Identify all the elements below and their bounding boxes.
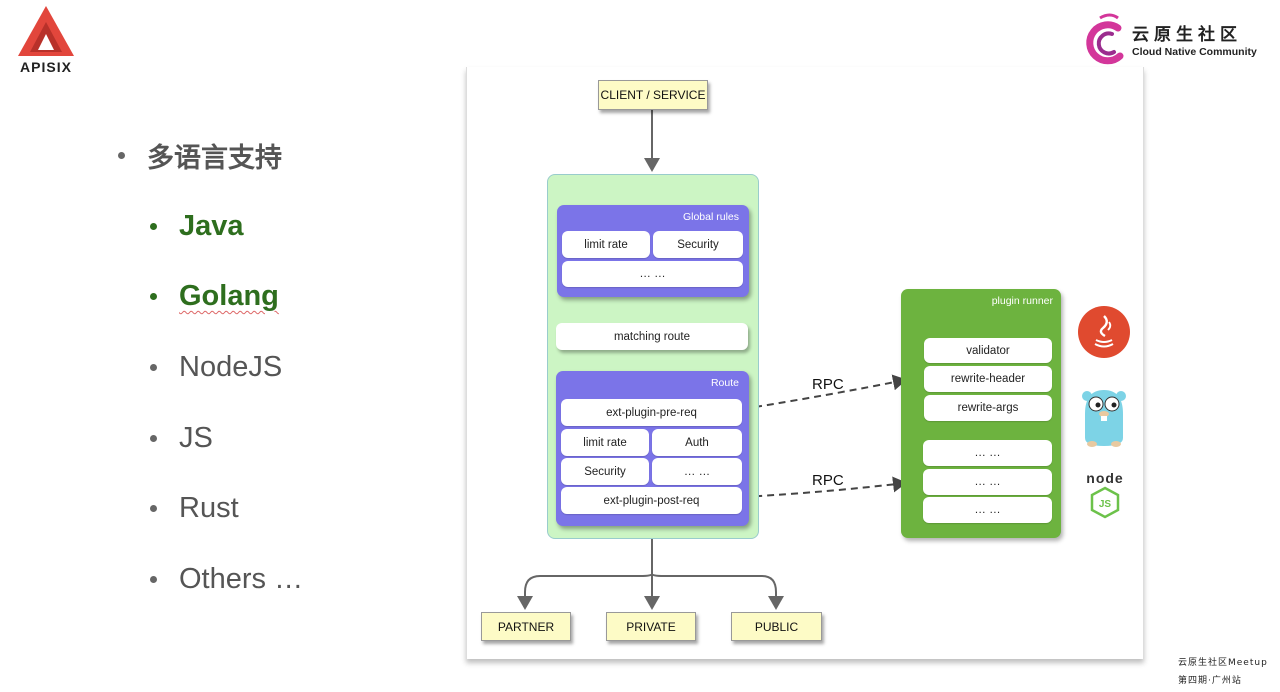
- bullet-item-rust: Rust: [150, 492, 239, 525]
- footer-edition: 第四期·广州站: [1178, 676, 1242, 686]
- runner-more-3: … …: [923, 497, 1052, 523]
- nodejs-wordmark: node: [1086, 470, 1124, 486]
- apisix-logo: APISIX: [8, 4, 84, 75]
- bullet-dot: [150, 435, 157, 442]
- plugin-runner-title: plugin runner: [991, 295, 1053, 307]
- java-icon: [1078, 306, 1130, 358]
- bullet-item-java: Java: [150, 210, 244, 243]
- route-title: Route: [710, 377, 739, 389]
- bullet-item-label: Others …: [179, 563, 304, 595]
- global-limit-rate: limit rate: [562, 231, 650, 258]
- bullet-item-nodejs: NodeJS: [150, 351, 282, 384]
- global-rules-title: Global rules: [682, 211, 739, 223]
- bullet-item-label: Golang: [179, 280, 279, 312]
- route-limit-rate: limit rate: [561, 429, 649, 456]
- route-auth: Auth: [652, 429, 742, 456]
- runner-validator: validator: [924, 338, 1052, 363]
- bullet-dot: [150, 576, 157, 583]
- output-public: PUBLIC: [731, 612, 822, 641]
- bullet-title: 多语言支持: [118, 136, 282, 175]
- bullet-dot: [150, 364, 157, 371]
- bullet-dot: [150, 293, 157, 300]
- cncc-name-en: Cloud Native Community: [1132, 46, 1257, 58]
- global-more: … …: [562, 261, 743, 287]
- cncc-logo: 云原生社区 Cloud Native Community: [1078, 12, 1268, 68]
- nodejs-icon: node JS: [1082, 470, 1128, 520]
- bullet-item-label: Java: [179, 210, 244, 242]
- bullet-item-label: NodeJS: [179, 351, 283, 383]
- output-private: PRIVATE: [606, 612, 696, 641]
- route-security: Security: [561, 458, 649, 485]
- bullet-item-js: JS: [150, 422, 213, 455]
- bullet-dot: [118, 152, 125, 159]
- cncc-logo-mark: [1086, 13, 1124, 65]
- footer-meetup: 云原生社区Meetup: [1178, 658, 1268, 668]
- cncc-name-cn: 云原生社区: [1132, 25, 1242, 45]
- runner-rewrite-args: rewrite-args: [924, 395, 1052, 421]
- runner-more-2: … …: [923, 469, 1052, 495]
- bullet-dot: [150, 223, 157, 230]
- ext-plugin-post-req: ext-plugin-post-req: [561, 487, 742, 514]
- ext-plugin-pre-req: ext-plugin-pre-req: [561, 399, 742, 426]
- runner-rewrite-header: rewrite-header: [924, 366, 1052, 392]
- bullet-title-text: 多语言支持: [147, 143, 282, 174]
- client-service-box: CLIENT / SERVICE: [598, 80, 708, 110]
- runner-more-1: … …: [923, 440, 1052, 466]
- bullet-item-others: Others …: [150, 563, 303, 596]
- nodejs-hexagon: JS: [1090, 486, 1120, 519]
- bullet-item-golang: Golang: [150, 280, 279, 313]
- route-more: … …: [652, 458, 742, 485]
- matching-route-box: matching route: [556, 323, 748, 350]
- global-security: Security: [653, 231, 743, 258]
- bullet-item-label: Rust: [179, 492, 239, 524]
- bullet-item-label: JS: [179, 422, 213, 454]
- svg-text:JS: JS: [1099, 499, 1112, 510]
- apisix-logo-text: APISIX: [20, 59, 72, 75]
- output-partner: PARTNER: [481, 612, 571, 641]
- bullet-dot: [150, 505, 157, 512]
- rpc-label-post: RPC: [812, 472, 844, 489]
- gopher-icon: [1082, 390, 1126, 447]
- rpc-label-pre: RPC: [812, 376, 844, 393]
- apisix-logo-mark: [18, 6, 74, 56]
